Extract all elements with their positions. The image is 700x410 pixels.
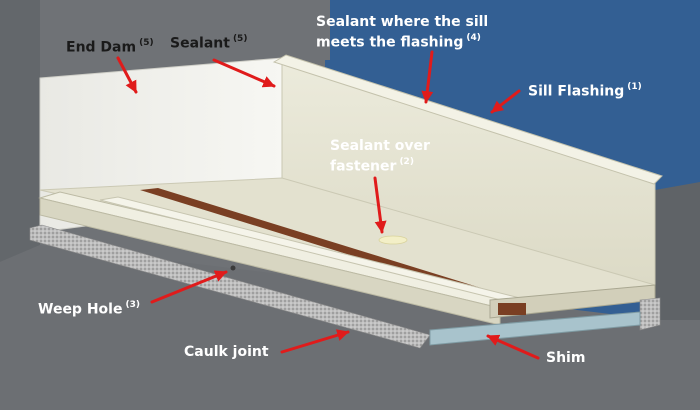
right-wall-face	[655, 182, 700, 320]
arrow-sealant-sill	[421, 50, 434, 104]
label-end-dam: End Dam(5)	[66, 36, 154, 57]
label-caulk-joint-text: Caulk joint	[184, 344, 269, 360]
flashing-top-lip	[272, 54, 663, 185]
label-sealant-fastener-line1: Sealant over	[330, 138, 430, 154]
label-sealant-sill-note: (4)	[466, 33, 481, 43]
label-sealant: Sealant(5)	[170, 32, 247, 53]
label-shim-text: Shim	[546, 350, 586, 366]
shim-block	[429, 311, 641, 346]
arrow-caulk-joint	[280, 329, 350, 354]
arrow-end-dam	[116, 56, 138, 94]
weep-hole	[230, 265, 236, 271]
label-sealant-fastener: Sealant over fastener(2)	[330, 138, 430, 176]
upper-wall	[0, 0, 330, 60]
arrow-shim	[486, 334, 540, 360]
caulk-joint-strip	[29, 224, 431, 349]
label-weep-hole: Weep Hole(3)	[38, 298, 140, 319]
label-weep-hole-text: Weep Hole	[38, 301, 123, 318]
label-sealant-sill: Sealant where the sill meets the flashin…	[316, 14, 488, 52]
label-end-dam-note: (5)	[139, 38, 154, 48]
label-sealant-fastener-note: (2)	[399, 157, 414, 167]
arrow-sealant	[212, 58, 276, 88]
arrow-sealant-fastener	[373, 176, 387, 234]
label-sill-flashing: Sill Flashing(1)	[528, 80, 642, 101]
arrow-weep-hole	[150, 270, 228, 304]
label-sill-flashing-note: (1)	[627, 82, 642, 92]
label-end-dam-text: End Dam	[66, 39, 137, 56]
label-sill-flashing-text: Sill Flashing	[528, 83, 625, 100]
fastener-sealant-blob	[378, 235, 408, 245]
label-sealant-text: Sealant	[170, 35, 230, 52]
left-wall	[0, 0, 40, 262]
label-shim: Shim	[546, 350, 585, 367]
label-sealant-note: (5)	[232, 34, 248, 44]
label-sealant-sill-line1: Sealant where the sill	[316, 14, 489, 30]
label-caulk-joint: Caulk joint	[184, 344, 269, 361]
caulk-joint-strip-right	[639, 297, 661, 331]
arrow-sill-flashing	[490, 89, 521, 114]
sill-end-slot	[498, 303, 526, 315]
label-sealant-sill-line2: meets the flashing	[316, 34, 464, 51]
label-sealant-fastener-line2: fastener	[330, 158, 397, 175]
label-weep-hole-note: (3)	[125, 300, 140, 310]
